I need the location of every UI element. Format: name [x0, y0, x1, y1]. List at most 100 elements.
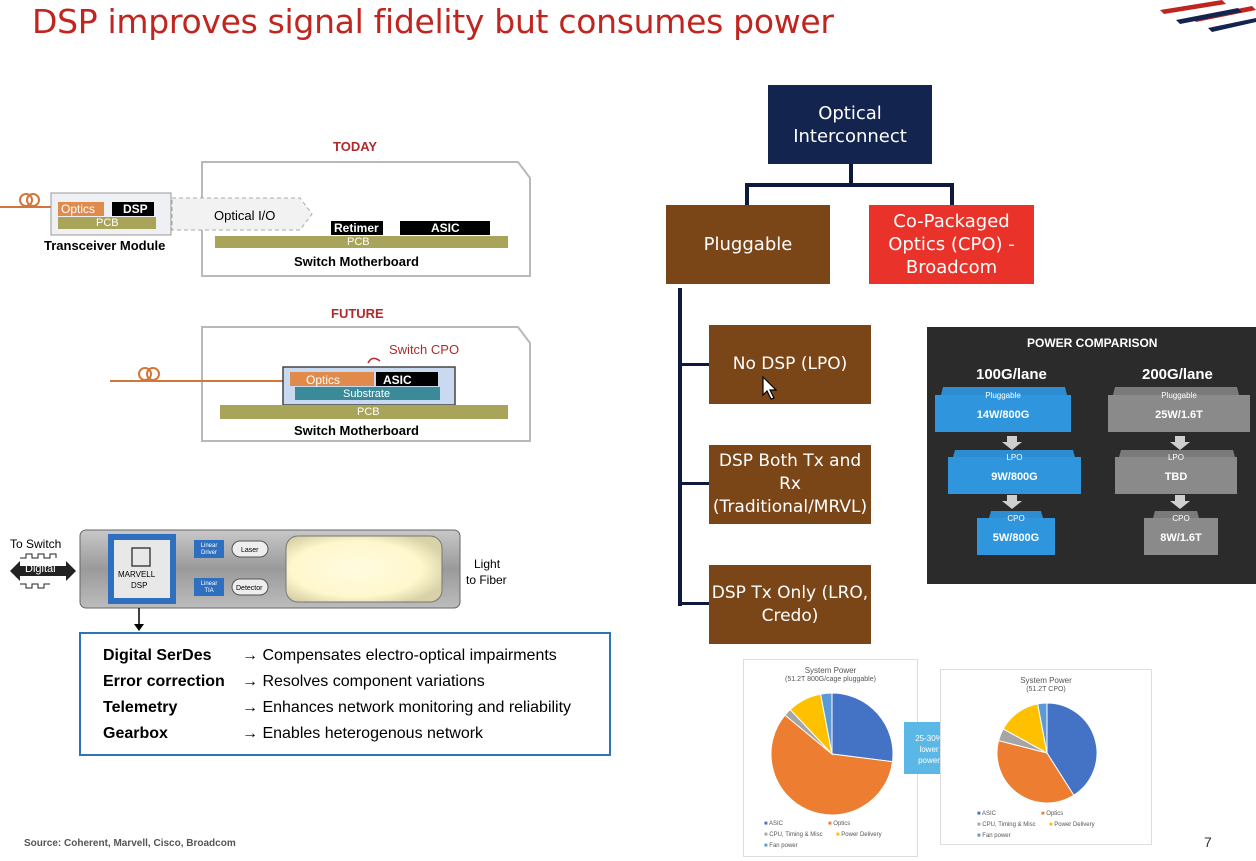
tag-cpo: CPO [1007, 513, 1025, 523]
pie-left-subtitle: (51.2T 800G/cage pluggable) [785, 676, 876, 683]
tree-connector [745, 183, 749, 205]
future-pcb-label: PCB [357, 406, 380, 418]
pie-right-subtitle: (51.2T CPO) [1026, 686, 1066, 693]
legend-entry: ■ Optics [1041, 811, 1064, 817]
page-number: 7 [1204, 834, 1212, 850]
pie-slice-optics [770, 714, 894, 816]
pie-slice-optics [996, 739, 1075, 804]
node-label: Credo) [761, 605, 819, 626]
legend-label: CPU, Timing & Misc [769, 832, 823, 838]
pluggable-node: Pluggable [666, 205, 830, 284]
feature-key: Error correction [103, 673, 225, 690]
tree-connector [849, 164, 853, 186]
legend-entry: ■ Power Delivery [836, 832, 882, 838]
detector-label: Detector [236, 585, 263, 592]
col-200g-label: 200G/lane [1142, 366, 1213, 383]
node-label: Optics (CPO) - [888, 234, 1015, 255]
legend-label: Optics [1046, 811, 1064, 817]
legend-entry: ■ Power Delivery [1049, 822, 1095, 828]
val-8w: 8W/1.6T [1160, 532, 1202, 544]
feature-row: Telemetry [103, 699, 177, 717]
future-optics-label: Optics [306, 373, 341, 387]
retimer-label: Retimer [334, 221, 379, 235]
feature-row: Digital SerDes [103, 647, 211, 665]
down-arrow-icon [134, 608, 144, 631]
bank-logo-icon [1160, 0, 1256, 32]
pie-chart-right-frame: System Power (51.2T CPO) ■ ASIC ■ Optics… [940, 669, 1152, 845]
marvell-dsp-label: DSP [131, 581, 148, 590]
tree-connector [678, 288, 682, 606]
node-label: Interconnect [793, 125, 907, 147]
switch-cpo-callout: Switch CPO [389, 342, 460, 357]
power-comparison-panel: POWER COMPARISON 100G/lane 200G/lane Plu… [927, 327, 1256, 584]
substrate-label: Substrate [343, 388, 391, 400]
val-tbd: TBD [1164, 471, 1188, 483]
val-25w: 25W/1.6T [1155, 409, 1203, 421]
slide-title: DSP improves signal fidelity but consume… [32, 2, 834, 41]
arrow-text-line: power [918, 756, 940, 765]
pie-slice-fan-power [819, 692, 833, 755]
legend-label: ASIC [768, 821, 783, 827]
pie-slice-fan-power [1037, 702, 1048, 754]
tree-connector [678, 363, 709, 366]
pie-left-title: System Power [804, 666, 857, 675]
tag-lpo: LPO [1167, 452, 1184, 462]
tag-pluggable: Pluggable [985, 390, 1021, 400]
optical-io-label: Optical I/O [214, 208, 276, 223]
today-diagram [0, 161, 531, 277]
tree-connector [678, 482, 709, 485]
dsp-tx-only-node: DSP Tx Only (LRO, Credo) [709, 565, 871, 644]
legend-label: CPU, Timing & Misc [982, 822, 1036, 828]
legend-entry: ■ Fan power [977, 833, 1011, 839]
node-label: DSP Both Tx and Rx [718, 451, 862, 494]
legend-label: Fan power [982, 833, 1011, 839]
node-label: Co-Packaged [893, 211, 1010, 232]
legend-entry: ■ CPU, Timing & Misc [977, 822, 1036, 828]
arrow-text-line: lower [919, 745, 939, 754]
feature-value: → Compensates electro-optical impairment… [242, 647, 557, 664]
legend-label: Fan power [769, 843, 798, 849]
today-board-pcb-label: PCB [347, 236, 370, 248]
pie-chart-right [996, 702, 1098, 804]
tree-connector [745, 183, 954, 187]
legend-entry: ■ Fan power [764, 843, 798, 849]
linear-tia-label: Linear TIA [200, 581, 218, 594]
power-comparison-graphic [935, 387, 1250, 555]
mouse-cursor-icon [762, 376, 778, 400]
tag-lpo: LPO [1006, 452, 1023, 462]
feature-key: Telemetry [103, 699, 178, 716]
legend-label: Power Delivery [1054, 822, 1095, 828]
future-asic-label: ASIC [383, 373, 412, 387]
today-motherboard-label: Switch Motherboard [294, 254, 419, 269]
node-label: (Traditional/MRVL) [712, 497, 868, 517]
pie-right-title: System Power [1020, 676, 1072, 685]
legend-entry: ■ Optics [828, 821, 851, 827]
tag-cpo: CPO [1172, 513, 1190, 523]
marvell-label: MARVELL [118, 570, 156, 579]
today-heading: TODAY [333, 139, 378, 154]
cpo-node: Co-Packaged Optics (CPO) - Broadcom [869, 205, 1034, 284]
lower-power-text: 25-30% lower power [906, 733, 952, 766]
legend-label: Optics [833, 821, 851, 827]
pie-slice-asic [831, 692, 894, 763]
light-label: Light [474, 557, 501, 571]
transceiver-module-label: Transceiver Module [44, 238, 166, 253]
future-motherboard-label: Switch Motherboard [294, 423, 419, 438]
to-fiber-label: to Fiber [466, 573, 507, 587]
transceiver-module-photo [79, 529, 461, 609]
pie-chart-left-frame: System Power (51.2T 800G/cage pluggable)… [743, 659, 918, 857]
tree-connector [950, 183, 954, 205]
val-14w: 14W/800G [976, 409, 1030, 421]
dsp-features-box: Digital SerDes → Compensates electro-opt… [79, 632, 611, 756]
today-module-pcb-label: PCB [96, 217, 119, 229]
future-heading: FUTURE [331, 306, 384, 321]
future-diagram [110, 326, 531, 442]
to-switch-label: To Switch [10, 537, 62, 551]
feature-value: → Resolves component variations [242, 673, 485, 690]
node-label: DSP Tx Only (LRO, [711, 582, 869, 603]
today-dsp-label: DSP [123, 202, 148, 216]
legend-entry: ■ CPU, Timing & Misc [764, 832, 823, 838]
pie-chart-left [770, 692, 894, 816]
digital-label: Digital [25, 563, 56, 575]
feature-key: Digital SerDes [103, 647, 212, 664]
